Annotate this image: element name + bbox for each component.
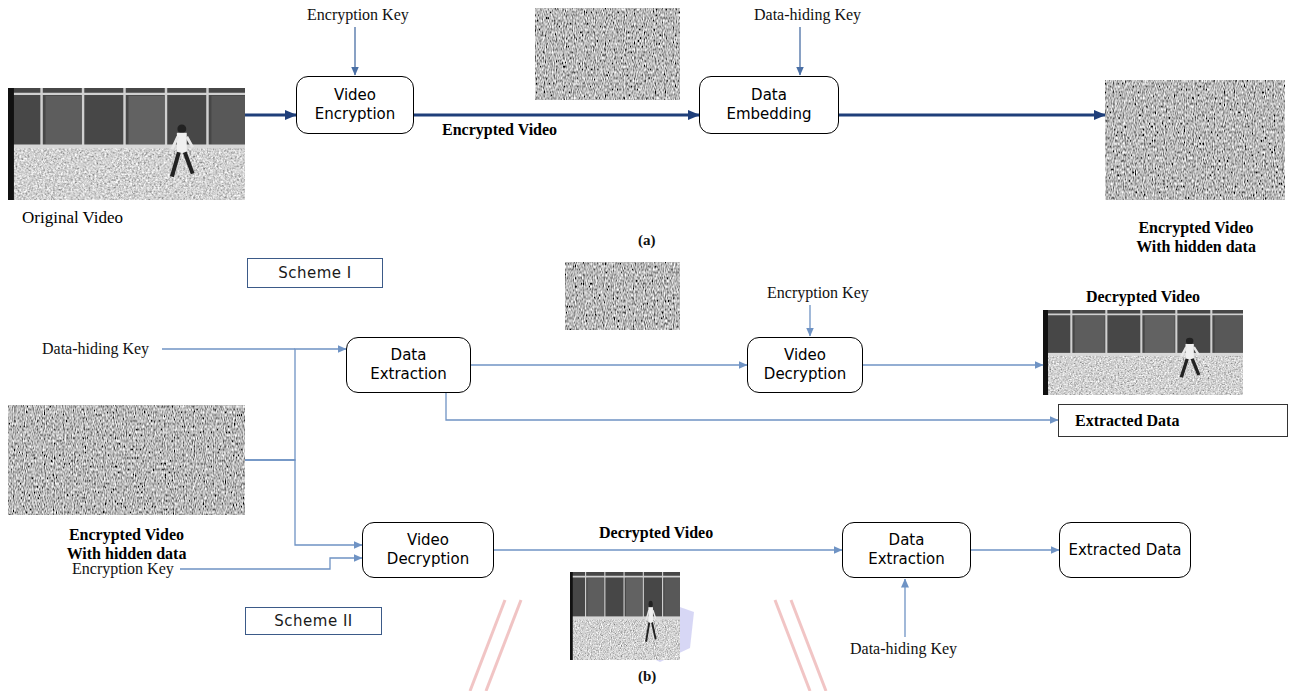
process-box: Data Extraction bbox=[842, 522, 971, 578]
node-text: Encrypted Video With hidden data bbox=[60, 525, 194, 563]
flow-arrow bbox=[245, 114, 296, 117]
scheme-tag: Scheme I bbox=[247, 258, 383, 288]
video-frame bbox=[1043, 310, 1243, 395]
process-box: Data Embedding bbox=[699, 76, 839, 134]
key-label: Data-hiding Key bbox=[848, 640, 959, 658]
node-text: Scheme II bbox=[274, 612, 352, 630]
output-box: Extracted Data bbox=[1058, 404, 1288, 437]
scheme-tag: Scheme II bbox=[245, 607, 382, 635]
key-arrows bbox=[162, 27, 905, 637]
output-box: Extracted Data bbox=[1059, 522, 1191, 578]
node-text: Video Encryption bbox=[305, 86, 405, 124]
video-frame bbox=[8, 88, 245, 200]
flow-line bbox=[446, 393, 1058, 420]
encrypted-frame bbox=[1105, 80, 1285, 200]
flow-line bbox=[971, 549, 1059, 550]
flow-arrow bbox=[414, 114, 699, 117]
key-label: Data-hiding Key bbox=[752, 6, 863, 24]
process-box: Video Decryption bbox=[747, 337, 863, 393]
panel-tag: (a) bbox=[636, 232, 658, 249]
video-frame bbox=[570, 572, 680, 660]
node-text: Original Video bbox=[22, 208, 123, 228]
node-text: Extracted Data bbox=[1075, 412, 1179, 430]
video-frame-node: Original Video bbox=[8, 88, 245, 228]
flow-line bbox=[245, 460, 362, 545]
panel-tag: (b) bbox=[636, 668, 658, 685]
encrypted-frame bbox=[8, 405, 245, 515]
flow-line bbox=[245, 349, 346, 460]
process-box: Video Encryption bbox=[296, 76, 414, 134]
key-label: Data-hiding Key bbox=[40, 340, 151, 358]
node-text: Data Extraction bbox=[851, 531, 962, 569]
flow-line bbox=[494, 549, 842, 550]
process-box: Data Extraction bbox=[346, 337, 471, 393]
flow-line bbox=[471, 364, 747, 365]
key-label: Encryption Key bbox=[70, 560, 176, 578]
video-frame-node: Encrypted Video With hidden data bbox=[1105, 80, 1287, 256]
node-text: Data Extraction bbox=[355, 346, 462, 384]
node-text: Decrypted Video bbox=[1086, 287, 1200, 306]
node-text: Scheme I bbox=[278, 264, 352, 282]
node-text: Video Decryption bbox=[371, 531, 485, 569]
node-text: Extracted Data bbox=[1068, 541, 1181, 560]
video-frame-node: Decrypted Video bbox=[1043, 287, 1243, 395]
video-frame-node: Encrypted Video With hidden data bbox=[8, 405, 245, 563]
encrypted-frame bbox=[535, 8, 680, 100]
process-box: Video Decryption bbox=[362, 522, 494, 578]
node-text: Data Embedding bbox=[708, 86, 830, 124]
key-label: Encryption Key bbox=[765, 284, 871, 302]
edge-label: Encrypted Video bbox=[440, 121, 559, 139]
flow-arrow bbox=[839, 114, 1105, 117]
encrypted-frame bbox=[565, 262, 680, 330]
edge-label: Decrypted Video bbox=[597, 524, 715, 542]
key-label: Encryption Key bbox=[305, 6, 411, 24]
node-text: Video Decryption bbox=[756, 346, 854, 384]
node-text: Encrypted Video With hidden data bbox=[1129, 218, 1263, 256]
flow-line bbox=[863, 364, 1043, 365]
